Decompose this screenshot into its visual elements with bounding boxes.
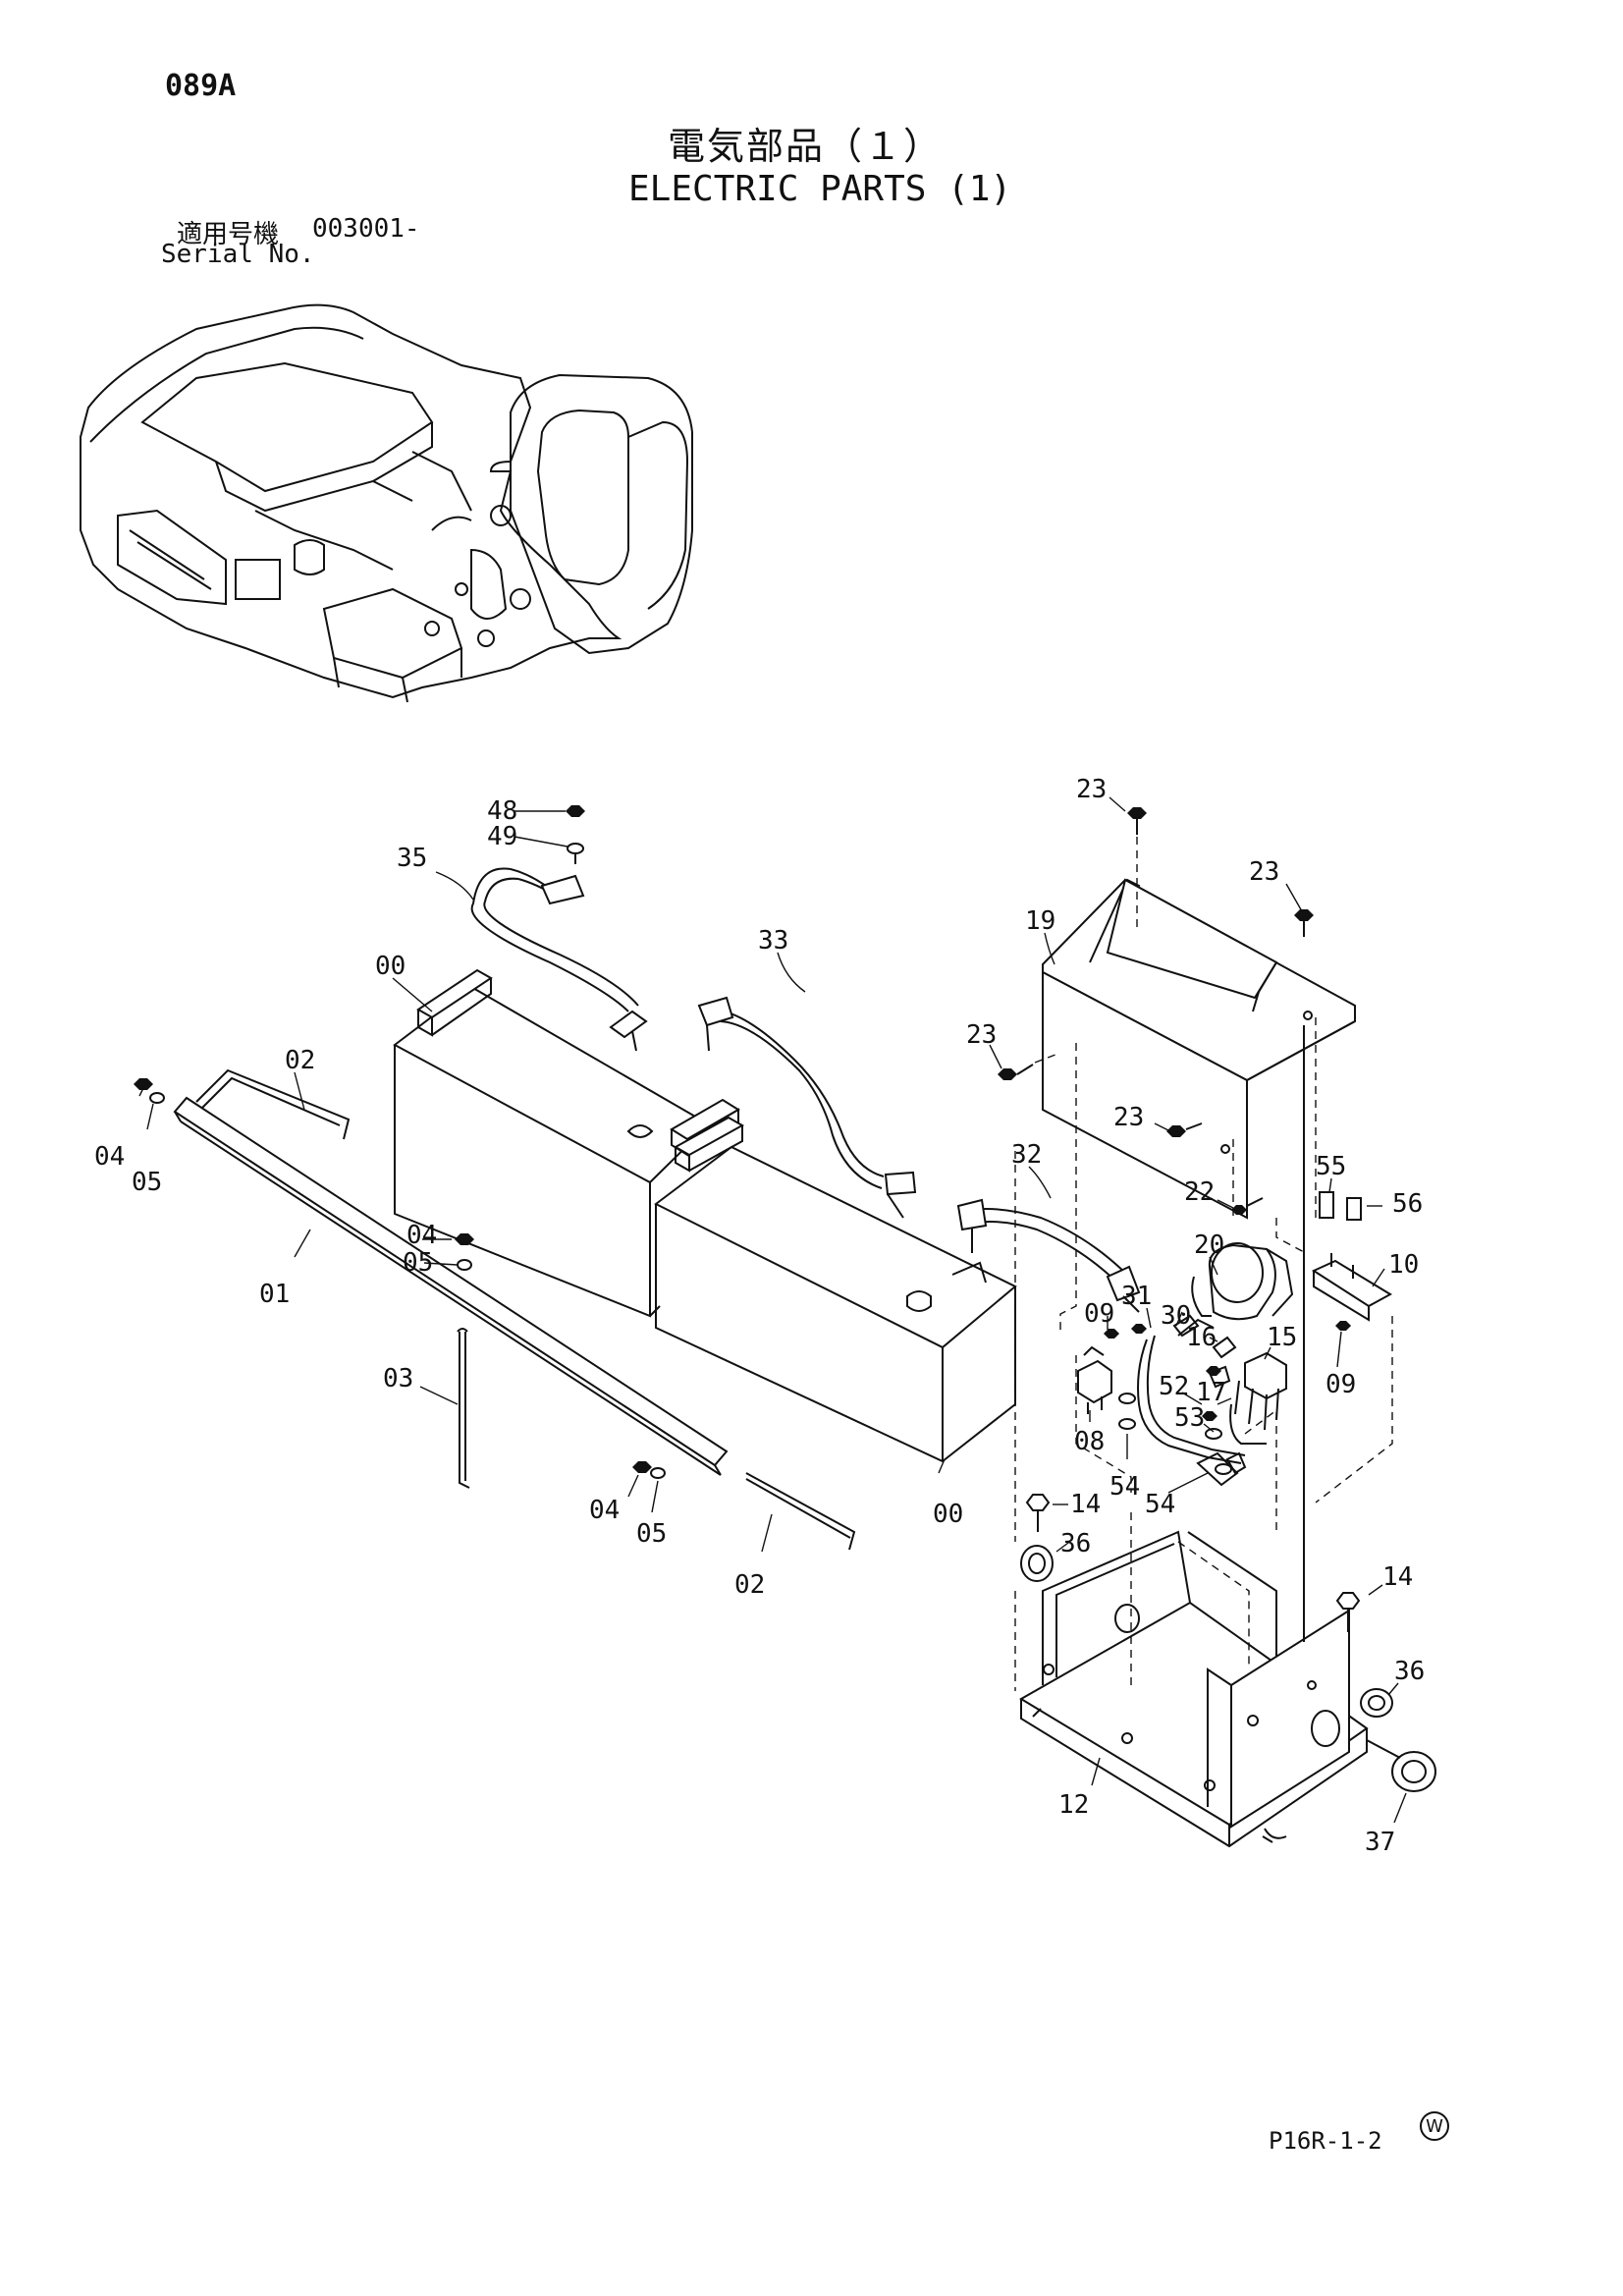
callout-12: 12 xyxy=(1058,1790,1089,1820)
callout-04-mid: 04 xyxy=(406,1221,437,1250)
callout-22: 22 xyxy=(1184,1177,1215,1207)
callout-36-right: 36 xyxy=(1394,1657,1425,1686)
bolts-and-grommets xyxy=(566,805,1436,1792)
callout-31: 31 xyxy=(1121,1282,1152,1311)
callout-35: 35 xyxy=(397,844,427,873)
callout-23-right: 23 xyxy=(1249,857,1279,887)
callout-03: 03 xyxy=(383,1364,413,1394)
excavator-overview-drawing xyxy=(80,303,693,703)
battery-box-base xyxy=(1019,1530,1369,1848)
callout-23-left: 23 xyxy=(966,1020,997,1050)
callout-30: 30 xyxy=(1161,1301,1191,1331)
serial-number-value: 003001- xyxy=(312,214,420,244)
upper-cover-bracket xyxy=(1042,878,1356,1220)
callout-04-left: 04 xyxy=(94,1142,125,1172)
callout-01: 01 xyxy=(259,1280,290,1309)
electrical-components xyxy=(1077,1191,1393,1487)
serial-label-japanese: 適用号機 xyxy=(177,220,280,249)
callout-54-right: 54 xyxy=(1145,1490,1175,1519)
callout-54-left: 54 xyxy=(1109,1472,1140,1502)
w-mark-circle: W xyxy=(1420,2111,1449,2141)
callout-23-lower: 23 xyxy=(1113,1103,1144,1132)
frame-nuts-washers xyxy=(134,1078,666,1479)
title-english: ELECTRIC PARTS (1) xyxy=(628,169,1012,209)
callout-17: 17 xyxy=(1196,1378,1226,1407)
callout-52: 52 xyxy=(1159,1372,1189,1401)
callout-33: 33 xyxy=(758,926,788,956)
callout-48: 48 xyxy=(487,796,517,826)
callout-56: 56 xyxy=(1392,1189,1423,1219)
callout-53: 53 xyxy=(1174,1403,1205,1433)
page-code: 089A xyxy=(165,69,237,103)
callout-19: 19 xyxy=(1025,906,1055,936)
callout-15: 15 xyxy=(1267,1323,1297,1352)
callout-09-right: 09 xyxy=(1325,1370,1356,1399)
callout-32: 32 xyxy=(1011,1140,1042,1170)
callout-09-left: 09 xyxy=(1084,1299,1114,1329)
callout-04-lower: 04 xyxy=(589,1496,620,1525)
drawing-code: P16R-1-2 xyxy=(1269,2127,1382,2155)
callout-00-lower: 00 xyxy=(933,1500,963,1529)
callout-36-left: 36 xyxy=(1060,1529,1091,1558)
callout-05-left: 05 xyxy=(132,1168,162,1197)
callout-37: 37 xyxy=(1365,1828,1395,1857)
callout-14-right: 14 xyxy=(1382,1562,1413,1592)
callout-labels: 48 49 35 33 00 02 04 05 01 04 05 03 04 0… xyxy=(94,775,1425,1857)
title-japanese: 電気部品（１） xyxy=(668,125,944,168)
callout-10: 10 xyxy=(1388,1250,1419,1280)
battery-cables xyxy=(470,867,1141,1313)
serial-label-english: Serial No. xyxy=(161,240,315,269)
batteries xyxy=(393,968,1017,1463)
callout-05-lower: 05 xyxy=(636,1519,667,1549)
callout-02-upper: 02 xyxy=(285,1046,315,1075)
callout-00-upper: 00 xyxy=(375,952,406,981)
battery-hold-frame xyxy=(173,1068,856,1551)
leader-lines xyxy=(138,796,1407,1824)
callout-08: 08 xyxy=(1074,1427,1105,1456)
callout-02-lower: 02 xyxy=(734,1570,765,1600)
assembly-guide-lines xyxy=(1014,1017,1393,1691)
callout-49: 49 xyxy=(487,822,517,851)
callout-16: 16 xyxy=(1186,1323,1217,1352)
callout-05-mid: 05 xyxy=(403,1248,433,1278)
callout-55: 55 xyxy=(1316,1152,1346,1181)
callout-14-left: 14 xyxy=(1070,1490,1101,1519)
callout-20: 20 xyxy=(1194,1230,1224,1260)
callout-23-top: 23 xyxy=(1076,775,1107,804)
